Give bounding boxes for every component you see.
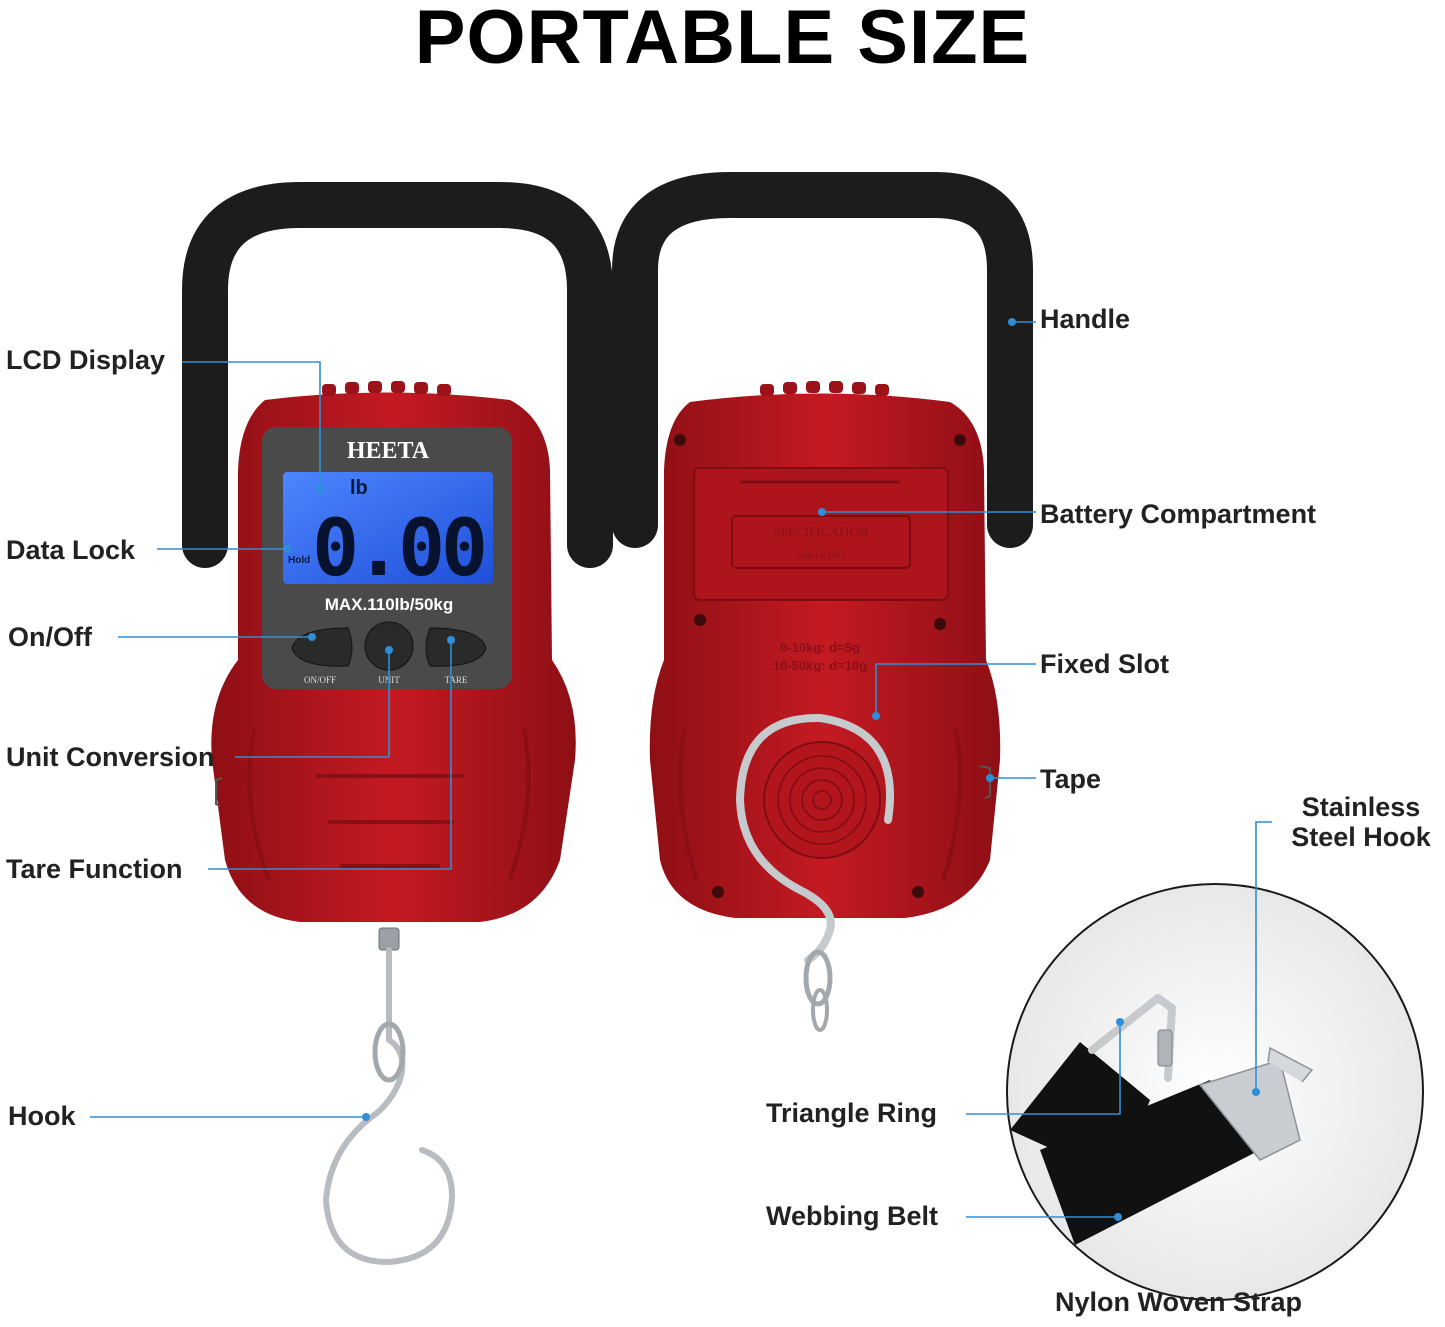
front-scale: HEETA lb Hold 0.00 MAX.110lb/50kg ON/OFF… [182,182,613,1266]
label-webbing-belt: Webbing Belt [766,1201,938,1231]
plate-title: SPECIFICATION [774,524,869,539]
label-stainless-steel-hook: Stainless Steel Hook [1276,792,1445,852]
label-nylon-woven-strap: Nylon Woven Strap [1055,1287,1303,1317]
label-hook: Hook [8,1101,76,1131]
plate-sub: 50KG/10G [797,549,846,561]
label-unit-conversion: Unit Conversion [6,742,215,772]
back-handle [612,172,1033,548]
strap-detail [1006,883,1424,1301]
label-on-off: On/Off [8,622,92,652]
back-scale: SPECIFICATION 50KG/10G 0-10kg: d=5g 10-5… [612,172,1033,1032]
lcd-screen [283,472,493,584]
label-fixed-slot: Fixed Slot [1040,649,1170,679]
label-stainless-line-2: Steel Hook [1291,822,1431,852]
leader-lines [90,321,1272,1218]
fixed-slot-disc [763,741,881,859]
label-handle: Handle [1040,304,1131,334]
lcd-hold: Hold [288,555,310,566]
lcd-unit: lb [350,477,368,499]
spec-line-1: 0-10kg: d=5g [780,640,860,655]
on-off-caption: ON/OFF [304,675,336,685]
lcd-reading: 0.00 [312,504,484,594]
back-hook [735,713,895,964]
tare-button [425,627,487,667]
label-triangle-ring: Triangle Ring [766,1098,938,1128]
spec-line-2: 10-50kg: d=10g [773,658,867,673]
label-data-lock: Data Lock [6,535,136,565]
page-title: PORTABLE SIZE [414,0,1031,80]
front-hook [322,947,456,1266]
leader-dots [283,318,1260,1221]
label-tape: Tape [1040,764,1102,794]
label-battery-compartment: Battery Compartment [1040,499,1317,529]
tare-caption: TARE [445,675,468,685]
brand-logo: HEETA [347,438,430,464]
capacity-text: MAX.110lb/50kg [325,595,454,614]
label-lcd-display: LCD Display [6,345,166,375]
front-handle [182,182,613,568]
label-tare-function: Tare Function [6,854,183,884]
label-stainless-line-1: Stainless [1301,792,1421,822]
